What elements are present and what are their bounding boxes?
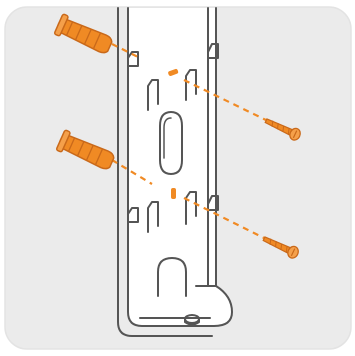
bracket-back-plate bbox=[128, 8, 216, 300]
mounting-bracket bbox=[118, 8, 232, 336]
lower-screw-hole bbox=[171, 188, 176, 199]
